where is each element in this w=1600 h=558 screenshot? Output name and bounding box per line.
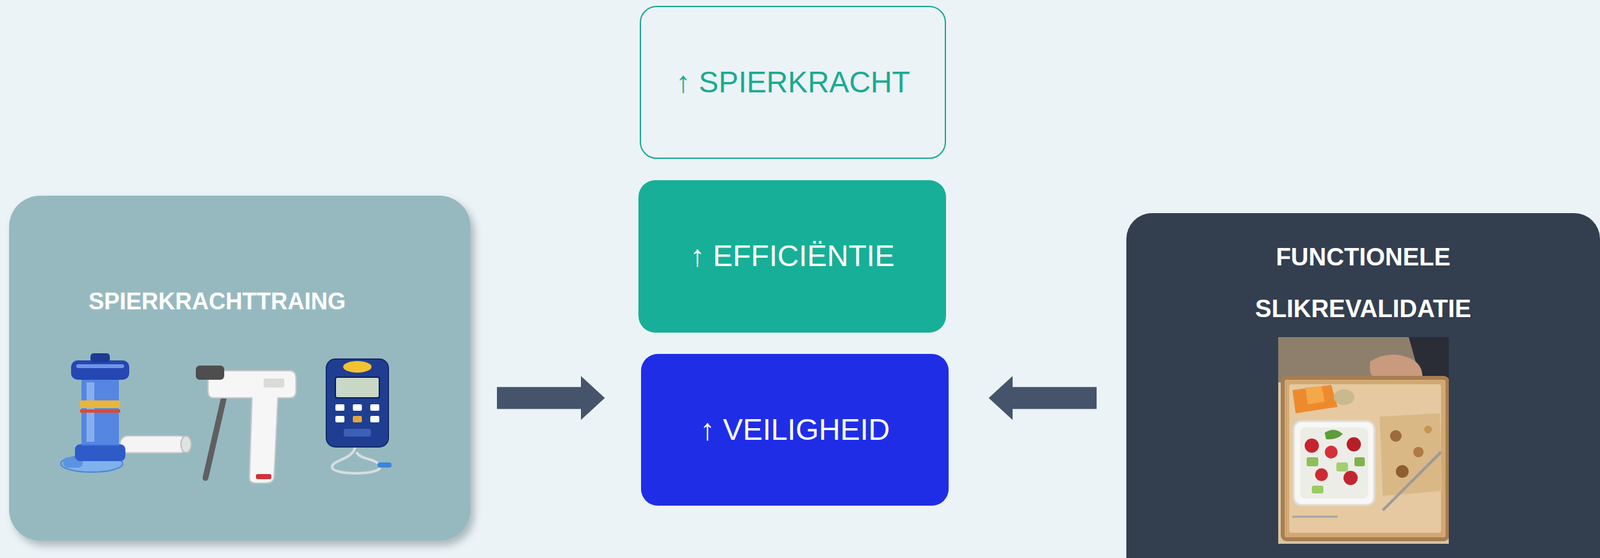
- panel-title: FUNCTIONELE SLIKREVALIDATIE: [1211, 231, 1516, 335]
- outcome-box: ↑ VEILIGHEID: [641, 354, 949, 506]
- outcome-box: ↑ SPIERKRACHT: [639, 5, 947, 159]
- threshold-trainer: [60, 353, 192, 473]
- food-photo: [1278, 337, 1449, 545]
- block-arrow: [988, 376, 1097, 421]
- electronic-trainer: [326, 359, 392, 474]
- method-panel: SPIERKRACHTTRAING: [9, 195, 471, 541]
- arrow-shaft: [1011, 387, 1097, 410]
- arrow-shaft: [496, 387, 582, 410]
- arrow-head: [580, 376, 605, 421]
- block-arrow: [496, 376, 605, 421]
- method-panel: FUNCTIONELE SLIKREVALIDATIE: [1126, 213, 1600, 558]
- panel-title: SPIERKRACHTTRAING: [88, 287, 346, 316]
- arrow-head: [988, 376, 1013, 421]
- outcome-box: ↑ EFFICIËNTIE: [638, 180, 947, 333]
- box-label: ↑ VEILIGHEID: [699, 412, 890, 448]
- box-label: ↑ EFFICIËNTIE: [690, 238, 895, 274]
- box-label: ↑ SPIERKRACHT: [675, 64, 911, 101]
- handheld-meter: [195, 365, 296, 484]
